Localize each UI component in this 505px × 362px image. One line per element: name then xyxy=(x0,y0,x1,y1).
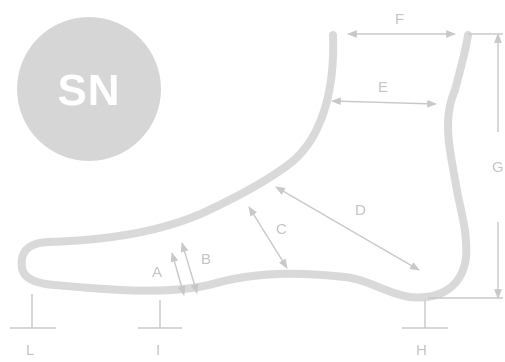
label-c: C xyxy=(276,221,287,238)
badge: SN xyxy=(17,17,161,161)
ground-tick-i xyxy=(138,300,182,329)
badge-text: SN xyxy=(57,66,120,115)
ground-tick-h xyxy=(402,300,448,329)
arrow-e xyxy=(331,97,437,108)
label-i: I xyxy=(156,342,160,359)
arrow-b xyxy=(180,242,199,294)
label-d: D xyxy=(355,202,366,219)
label-b: B xyxy=(201,251,211,268)
dimension-g xyxy=(428,33,503,299)
label-h: H xyxy=(416,342,427,359)
label-a: A xyxy=(152,264,162,281)
ground-tick-l xyxy=(10,294,56,329)
label-e: E xyxy=(378,79,388,96)
label-g: G xyxy=(492,159,504,176)
label-f: F xyxy=(395,11,404,28)
badge-circle xyxy=(17,17,161,161)
label-l: L xyxy=(26,342,34,359)
arrow-d xyxy=(275,186,420,271)
